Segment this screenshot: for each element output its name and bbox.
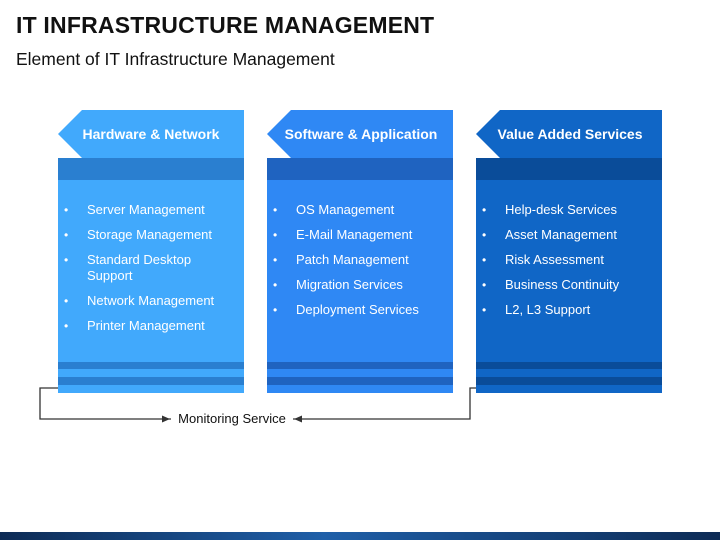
header-arrow-value-added (476, 110, 662, 158)
stripe-value-added-4 (476, 385, 662, 393)
page-title: IT INFRASTRUCTURE MANAGEMENT (16, 12, 435, 38)
stripe-value-added-1 (476, 362, 662, 369)
list-item: Network Management (59, 293, 239, 309)
stripe-value-added-3 (476, 377, 662, 385)
list-item: L2, L3 Support (477, 302, 657, 318)
monitoring-arrowhead-left (162, 415, 170, 423)
list-item: Standard Desktop Support (59, 252, 197, 284)
column-title-hardware-network: Hardware & Network (82, 126, 220, 142)
stripe-software-application-1 (267, 362, 453, 369)
list-item: Asset Management (477, 227, 657, 243)
stripe-hardware-network-2 (58, 369, 244, 377)
bottom-accent-bar (0, 532, 720, 540)
list-item: OS Management (268, 202, 448, 218)
fold-value-added (476, 158, 662, 180)
fold-hardware-network (58, 158, 244, 180)
list-item: Printer Management (59, 318, 239, 334)
list-software-application: OS Management E-Mail Management Patch Ma… (268, 202, 448, 327)
list-item: Risk Assessment (477, 252, 657, 268)
stripe-software-application-3 (267, 377, 453, 385)
list-item: Business Continuity (477, 277, 657, 293)
list-item: Deployment Services (268, 302, 448, 318)
fold-software-application (267, 158, 453, 180)
stripe-software-application-4 (267, 385, 453, 393)
stripe-hardware-network-3 (58, 377, 244, 385)
list-hardware-network: Server Management Storage Management Sta… (59, 202, 239, 343)
stripe-value-added-2 (476, 369, 662, 377)
column-title-software-application: Software & Application (284, 126, 438, 142)
list-item: Help-desk Services (477, 202, 657, 218)
list-item: Patch Management (268, 252, 448, 268)
page-subtitle: Element of IT Infrastructure Management (16, 49, 335, 69)
list-value-added: Help-desk Services Asset Management Risk… (477, 202, 657, 327)
list-item: Migration Services (268, 277, 448, 293)
stripe-hardware-network-1 (58, 362, 244, 369)
monitoring-arrowhead-right (294, 415, 302, 423)
list-item: Storage Management (59, 227, 239, 243)
column-title-value-added: Value Added Services (497, 126, 643, 142)
monitoring-service-label: Monitoring Service (171, 410, 293, 428)
list-item: E-Mail Management (268, 227, 448, 243)
stripe-software-application-2 (267, 369, 453, 377)
list-item: Server Management (59, 202, 239, 218)
header-arrow-hardware-network (58, 110, 244, 158)
header-arrow-software-application (267, 110, 453, 158)
stripe-hardware-network-4 (58, 385, 244, 393)
